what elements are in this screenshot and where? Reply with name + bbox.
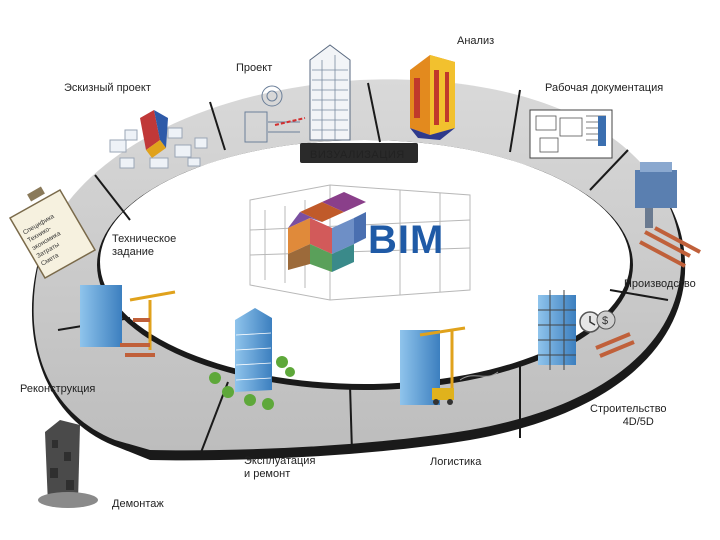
construction-line-1: Строительство [590, 403, 667, 415]
stage-label-operation: Эксплуатация и ремонт [244, 455, 315, 481]
construction-illustration: $ [538, 290, 635, 370]
project-illustration [244, 44, 351, 143]
stage-label-reconstruction: Реконструкция [20, 383, 96, 395]
segment-dividers [57, 82, 669, 456]
stage-label-sketch: Эскизный проект [64, 82, 151, 94]
ring-label: ВИЗУАЛИЗАЦИЯ [310, 149, 405, 161]
stage-label-project: Проект [236, 62, 273, 74]
reconstruction-illustration [80, 285, 176, 357]
stage-label-logistics: Логистика [430, 456, 482, 468]
construction-line-2: 4D/5D [622, 416, 654, 428]
production-illustration [635, 162, 701, 268]
stage-label-analysis: Анализ [457, 35, 495, 47]
tech-task-line-2: задание [112, 246, 155, 258]
stage-label-working-docs: Рабочая документация [545, 82, 664, 94]
stage-label-production: Производство [624, 278, 696, 290]
stage-label-construction: Строительство 4D/5D [590, 403, 667, 429]
svg-text:$: $ [602, 315, 608, 327]
sketch-project-illustration [109, 110, 208, 169]
demolition-illustration [38, 420, 98, 508]
logistics-illustration [400, 326, 499, 405]
operation-line-1: Эксплуатация [244, 455, 316, 467]
lifecycle-ring: ВИЗУАЛИЗАЦИЯ [31, 79, 686, 461]
analysis-illustration [410, 55, 455, 140]
stage-label-tech-task: Техническое задание [112, 233, 176, 259]
bim-logo-text: BIM [368, 218, 445, 262]
tech-task-line-1: Техническое [112, 233, 177, 245]
operation-line-2: и ремонт [244, 468, 291, 480]
stage-label-demolition: Демонтаж [112, 498, 164, 510]
working-docs-illustration [529, 109, 613, 159]
operation-illustration [209, 308, 295, 410]
bim-cube-logo [288, 192, 366, 272]
tech-task-illustration: Специфика Технико- экономика Затраты Сме… [8, 186, 97, 280]
ring-center [100, 140, 630, 384]
ring-label-plate [300, 143, 418, 163]
